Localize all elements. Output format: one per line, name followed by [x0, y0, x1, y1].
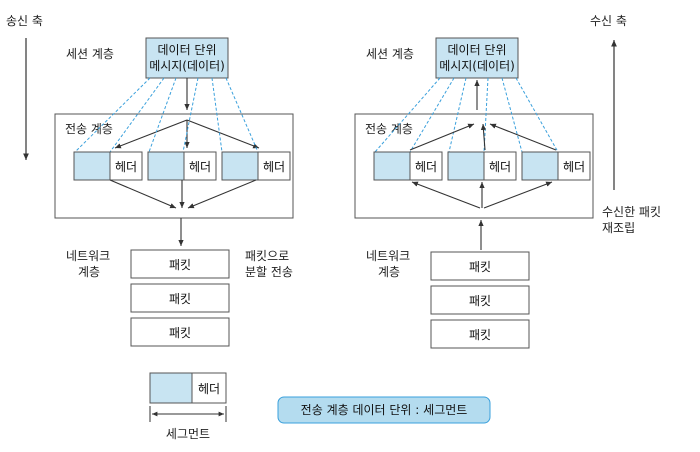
- send-packet-label-1: 패킷: [169, 258, 191, 272]
- send-data-unit-line2: 메시지(데이터): [149, 59, 225, 73]
- receive-side: 수신 축 세션 계층 데이터 단위 메시지(데이터) 전송 계층 헤더: [354, 14, 661, 349]
- receive-packet-label-2: 패킷: [469, 294, 491, 308]
- send-packet-label-2: 패킷: [169, 292, 191, 306]
- send-packet-3: [130, 317, 230, 347]
- send-dash-lines: [74, 77, 259, 153]
- receive-segment-1: 헤더: [373, 151, 443, 181]
- send-segment-1: 헤더: [73, 151, 143, 181]
- receive-reassemble-note-line1: 수신한 패킷: [602, 205, 661, 219]
- receive-data-unit-line1: 데이터 단위: [447, 43, 506, 57]
- send-segment-3: 헤더: [221, 151, 291, 181]
- receive-packet-label-1: 패킷: [469, 260, 491, 274]
- receive-reassemble-note-line2: 재조립: [602, 221, 635, 235]
- send-converge-arrow-right: [187, 179, 257, 209]
- send-split-note-line2: 분할 전송: [245, 265, 293, 279]
- receive-merge-arrow-middle: [480, 123, 487, 151]
- receive-header-label-3: 헤더: [563, 160, 585, 174]
- receive-header-label-1: 헤더: [415, 160, 437, 174]
- receive-transport-label: 전송 계층: [365, 122, 413, 136]
- receive-merge-arrow-right: [489, 123, 557, 151]
- send-network-label-line1: 네트워크: [66, 249, 110, 263]
- receive-side-label: 수신 축: [590, 14, 627, 28]
- receive-dash-lines: [374, 77, 559, 153]
- send-transport-label: 전송 계층: [65, 122, 113, 136]
- receive-packet-3: [430, 319, 530, 349]
- send-side-label: 송신 축: [6, 14, 43, 28]
- send-converge-arrow-left: [109, 179, 177, 209]
- receive-diverge-arrow-left: [411, 181, 481, 209]
- receive-network-label-line2: 계층: [378, 265, 400, 279]
- receive-packet-2: [430, 285, 530, 315]
- receive-merge-arrow-left: [409, 123, 475, 151]
- legend-header-label: 헤더: [198, 382, 220, 396]
- send-split-arrow-left: [114, 119, 188, 149]
- receive-data-unit-line2: 메시지(데이터): [439, 59, 515, 73]
- send-packet-2: [130, 283, 230, 313]
- receive-transport-frame: [354, 113, 594, 219]
- send-side: 송신 축 세션 계층 데이터 단위 메시지(데이터) 전송 계층 헤더: [6, 14, 294, 347]
- legend-header-part: [191, 372, 227, 404]
- legend-segment-label: 세그먼트: [166, 427, 210, 441]
- receive-segment-3: 헤더: [521, 151, 591, 181]
- receive-packet-1: [430, 251, 530, 281]
- send-network-label-line2: 계층: [78, 265, 100, 279]
- caption-box: 전송 계층 데이터 단위 : 세그먼트: [277, 396, 491, 424]
- send-packet-1: [130, 249, 230, 279]
- send-transport-frame: [54, 113, 294, 219]
- send-header-label-1: 헤더: [115, 160, 137, 174]
- caption-background: [277, 396, 491, 424]
- send-split-note-line1: 패킷으로: [245, 249, 289, 263]
- send-session-layer-label: 세션 계층: [66, 47, 114, 61]
- send-segment-2: 헤더: [147, 151, 217, 181]
- send-header-label-2: 헤더: [189, 160, 211, 174]
- receive-diverge-arrow-right: [483, 181, 553, 209]
- receive-data-unit-box: [435, 37, 519, 79]
- receive-session-layer-label: 세션 계층: [366, 47, 414, 61]
- send-header-label-3: 헤더: [263, 160, 285, 174]
- send-data-unit-line1: 데이터 단위: [157, 43, 216, 57]
- caption-text: 전송 계층 데이터 단위 : 세그먼트: [301, 403, 468, 417]
- receive-header-label-2: 헤더: [489, 160, 511, 174]
- receive-packet-label-3: 패킷: [469, 328, 491, 342]
- send-split-arrow-right: [186, 119, 260, 149]
- segment-legend: 헤더 세그먼트: [149, 372, 227, 441]
- legend-data-part: [149, 372, 193, 404]
- receive-network-label-line1: 네트워크: [366, 249, 410, 263]
- receive-segment-2: 헤더: [447, 151, 517, 181]
- send-packet-label-3: 패킷: [169, 326, 191, 340]
